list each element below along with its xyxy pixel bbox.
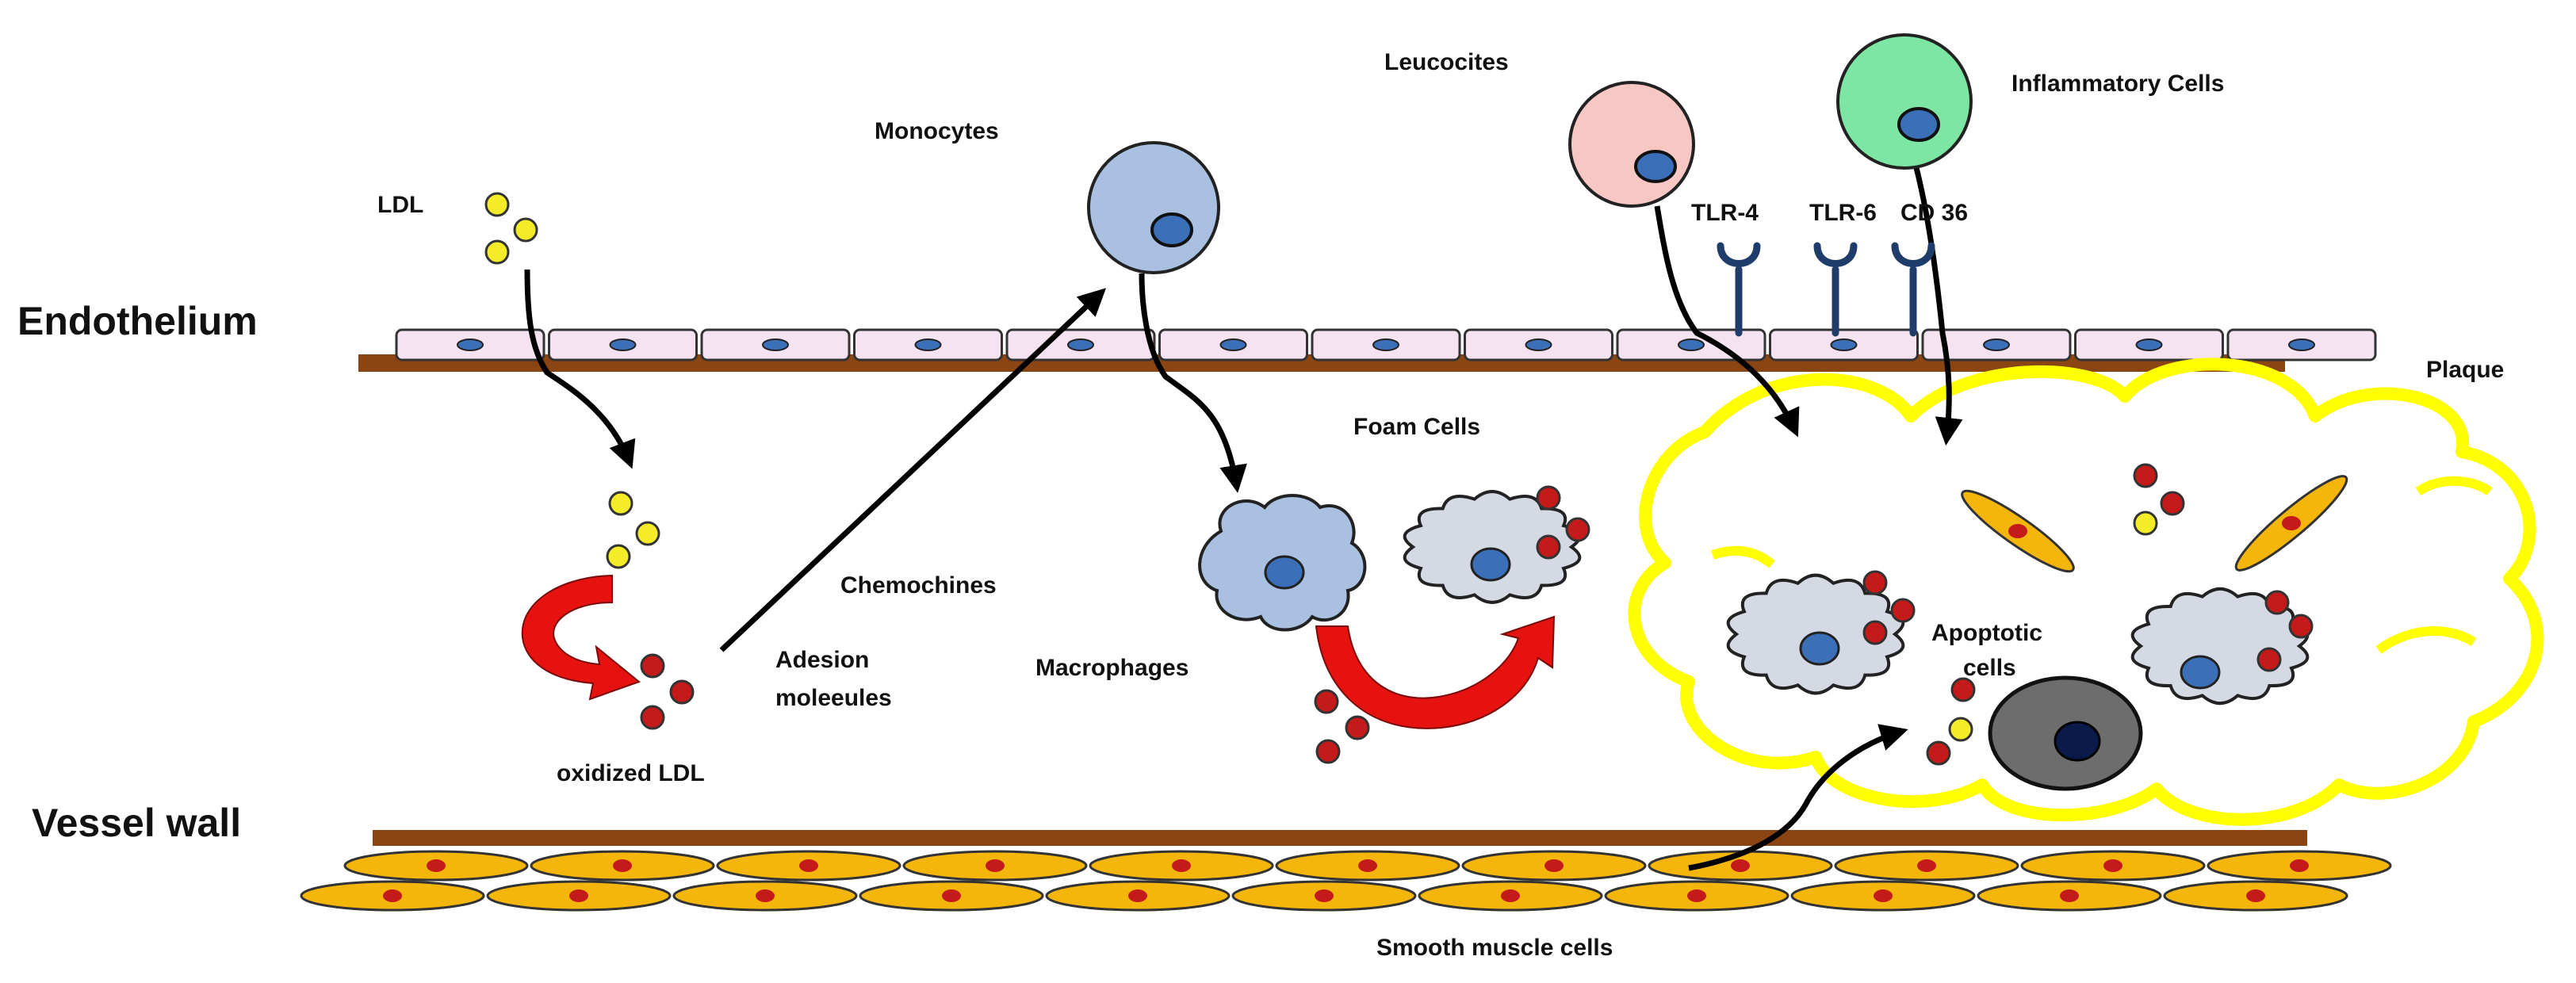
smooth-muscle-cell	[300, 880, 485, 912]
smooth-muscle-cell	[716, 850, 901, 882]
tlr4-receptor-icon	[1717, 242, 1761, 337]
smooth-muscle-cell	[2163, 880, 2348, 912]
lipid-droplet	[1862, 570, 1888, 595]
lipid-droplet	[2264, 590, 2290, 615]
endothelial-cell	[853, 328, 1003, 361]
tlr4-label: TLR-4	[1691, 200, 1759, 226]
cd36-label: CD 36	[1900, 200, 1968, 226]
adesion-label-line2: moleeules	[775, 685, 892, 711]
lipid-droplet	[1890, 598, 1916, 623]
plaque-outline	[1628, 358, 2544, 826]
smooth-muscle-cell	[1790, 880, 1976, 912]
foam-cell	[1726, 570, 1916, 695]
smooth-muscle-label: Smooth muscle cells	[1376, 935, 1613, 961]
oxidized-ldl-particles	[640, 463, 2185, 766]
ldl-particles	[484, 192, 2158, 742]
plaque-label: Plaque	[2426, 357, 2504, 383]
endothelial-cell	[548, 328, 698, 361]
oxidation-red-arrow	[521, 574, 641, 701]
monocytes-label: Monocytes	[875, 118, 999, 144]
foam-cell-nucleus	[1470, 547, 1511, 582]
smooth-muscle-cell	[902, 850, 1088, 882]
oxidized-ldl-label: oxidized LDL	[557, 760, 705, 786]
black-arrows	[524, 133, 1963, 871]
apoptotic-label-line2: cells	[1963, 655, 2016, 681]
adesion-label-line1: Adesion	[775, 647, 869, 673]
endothelial-cell	[1158, 328, 1308, 361]
foam-red-arrow	[1315, 615, 1556, 729]
ldl-label: LDL	[377, 192, 423, 218]
smooth-muscle-cell	[1275, 850, 1460, 882]
smooth-muscle-cell	[2020, 850, 2206, 882]
foam-cells-label: Foam Cells	[1353, 414, 1480, 440]
smooth-muscle-cell	[1089, 850, 1274, 882]
plaque-smooth-muscle-cells	[1961, 475, 2348, 573]
vessel-wall-label: Vessel wall	[32, 801, 241, 845]
endothelial-cell	[700, 328, 851, 361]
endothelial-cell	[2226, 328, 2377, 361]
lipid-droplet	[1536, 534, 1561, 560]
lipid-droplet	[1536, 485, 1561, 511]
endothelial-cell	[1769, 328, 1919, 361]
foam-cell-nucleus	[2180, 655, 2221, 690]
receptors	[1717, 242, 1935, 337]
chemochines-label: Chemochines	[840, 572, 997, 599]
foam-cell-nucleus	[1799, 631, 1840, 666]
smooth-muscle-cell	[486, 880, 672, 912]
smooth-muscle-cell	[530, 850, 715, 882]
smooth-muscle-cell	[1648, 850, 1833, 882]
endothelial-cell-row	[395, 328, 2377, 361]
lipid-droplet	[1862, 620, 1888, 645]
smooth-muscle-cell	[1977, 880, 2162, 912]
inflammatory-cell	[1836, 33, 1973, 170]
smooth-muscle-cell	[1461, 850, 1647, 882]
lipid-droplet	[2256, 647, 2282, 672]
endothelial-cell	[395, 328, 545, 361]
foam-cells	[1403, 485, 2314, 706]
endothelial-cell	[1464, 328, 1613, 361]
monocyte-cell	[1087, 141, 1220, 274]
leucocyte-cell	[1568, 81, 1695, 208]
foam-cell	[1403, 485, 1590, 604]
inflammatory-cells-label: Inflammatory Cells	[2011, 71, 2224, 97]
smooth-muscle-cell	[343, 850, 529, 882]
endothelium-label: Endothelium	[17, 299, 258, 343]
leucocites-label: Leucocites	[1384, 49, 1509, 75]
smooth-muscle-cell	[672, 880, 858, 912]
smooth-muscle-cell	[2207, 850, 2392, 882]
apoptotic-label-line1: Apoptotic	[1931, 620, 2042, 646]
smooth-muscle-cell	[1045, 880, 1231, 912]
endothelial-cell	[1616, 328, 1766, 361]
endothelial-cell	[2074, 328, 2224, 361]
macrophage-cell	[1198, 494, 1367, 632]
smooth-muscle-cell	[1604, 880, 1789, 912]
lipid-droplet	[2288, 614, 2314, 639]
smooth-muscle-cell	[1418, 880, 1603, 912]
endothelial-cell	[1005, 328, 1156, 361]
cd36-receptor-icon	[1891, 242, 1935, 337]
apoptotic-cell	[1988, 675, 2143, 791]
smooth-muscle-cell	[1231, 880, 1417, 912]
tlr6-receptor-icon	[1813, 242, 1858, 337]
endothelial-cell	[1921, 328, 2072, 361]
endothelial-cell	[1311, 328, 1461, 361]
lipid-droplet	[1565, 517, 1590, 542]
smooth-muscle-cell	[859, 880, 1044, 912]
smooth-muscle-cell	[1834, 850, 2019, 882]
foam-cell	[2130, 587, 2314, 706]
plaque-inner-lines	[1711, 476, 2493, 654]
vessel-wall-line	[373, 830, 2307, 846]
tlr6-label: TLR-6	[1809, 200, 1877, 226]
smooth-muscle-cell-layer	[300, 850, 2392, 912]
macrophages-label: Macrophages	[1035, 655, 1188, 681]
